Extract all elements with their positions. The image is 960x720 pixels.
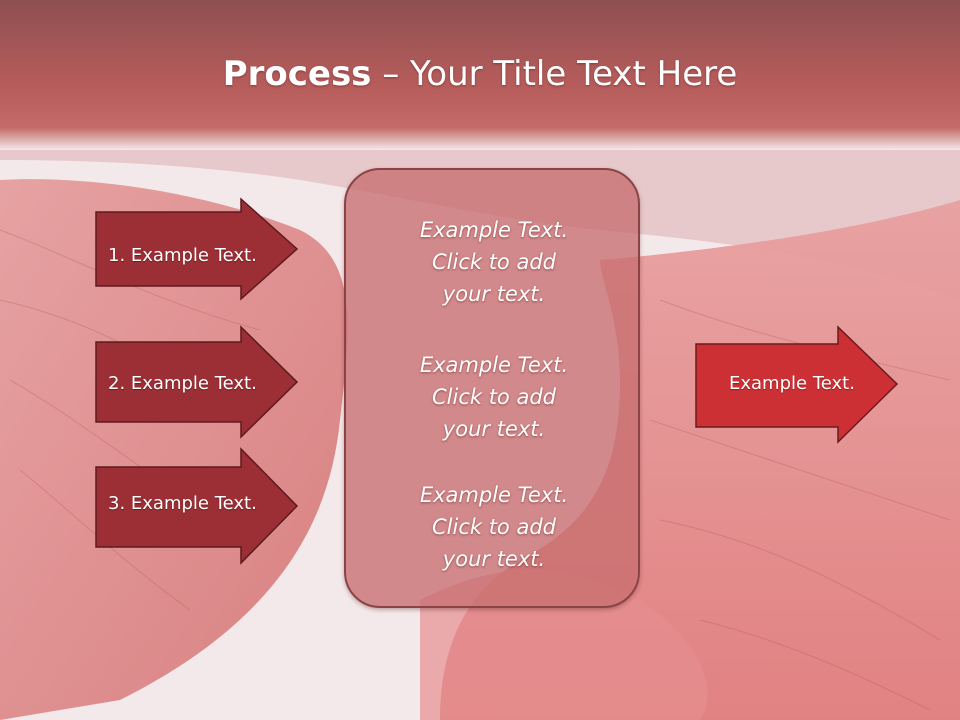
center-block-3-line-1: Example Text. <box>419 483 569 507</box>
left-arrow-3-label: 3. Example Text. <box>108 493 257 514</box>
left-arrow-2[interactable]: 2. Example Text. <box>95 325 299 439</box>
left-arrow-2-label: 2. Example Text. <box>108 373 257 394</box>
center-text-box[interactable]: Example Text. Click to add your text. Ex… <box>344 168 640 608</box>
center-block-1-line-2: Click to add <box>431 250 556 274</box>
left-arrow-1-label: 1. Example Text. <box>108 245 257 266</box>
slide-title: Process – Your Title Text Here <box>0 52 960 96</box>
center-block-3-line-3: your text. <box>442 547 546 571</box>
center-block-1-line-3: your text. <box>442 282 546 306</box>
title-bold-part: Process <box>222 54 372 94</box>
center-text-block-2: Example Text. Click to add your text. <box>346 349 642 445</box>
left-arrow-1[interactable]: 1. Example Text. <box>95 197 299 301</box>
arrow-right-shape-icon <box>95 325 299 439</box>
right-arrow[interactable]: Example Text. <box>695 325 899 444</box>
arrow-right-shape-icon <box>95 197 299 301</box>
center-block-1-line-1: Example Text. <box>419 218 569 242</box>
title-rest-part: – Your Title Text Here <box>371 54 738 94</box>
center-block-2-line-2: Click to add <box>431 385 556 409</box>
center-text-block-1: Example Text. Click to add your text. <box>346 214 642 310</box>
title-bar <box>0 0 960 150</box>
arrow-right-shape-icon <box>95 447 299 565</box>
left-arrow-3[interactable]: 3. Example Text. <box>95 447 299 565</box>
center-block-2-line-1: Example Text. <box>419 353 569 377</box>
right-arrow-label: Example Text. <box>729 373 855 394</box>
center-block-3-line-2: Click to add <box>431 515 556 539</box>
center-block-2-line-3: your text. <box>442 417 546 441</box>
center-text-block-3: Example Text. Click to add your text. <box>346 479 642 575</box>
arrow-right-shape-icon <box>695 325 899 444</box>
